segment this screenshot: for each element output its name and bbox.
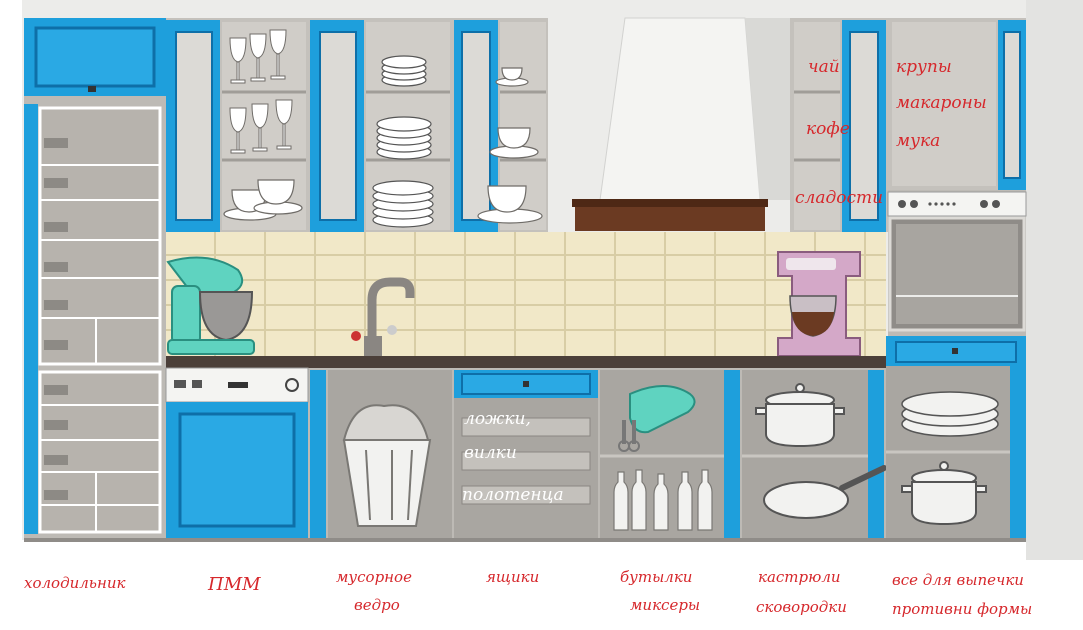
stand-mixer-icon	[166, 256, 255, 355]
plates-icon	[372, 55, 434, 228]
range-hood	[572, 17, 790, 231]
glass-door-1	[166, 20, 220, 232]
fridge-column	[24, 18, 166, 540]
label-fridge: холодильник	[24, 574, 125, 592]
label-trash-line2: ведро	[354, 596, 400, 614]
note-spoons: ложки,	[464, 409, 531, 429]
faucet-icon	[351, 277, 415, 356]
oven-icon	[886, 190, 1027, 366]
note-grains: крупы	[896, 57, 952, 77]
dishwasher	[165, 367, 309, 540]
freezer-compartment	[38, 370, 162, 534]
upper-right-pantry	[790, 18, 1026, 232]
label-pots-line2: сковородки	[756, 598, 847, 616]
bottles-icon	[613, 469, 713, 531]
note-forks: вилки	[464, 443, 517, 463]
fridge-door-edge	[24, 104, 38, 534]
trash-bag-icon	[342, 404, 432, 527]
label-baking-line1: все для выпечки	[892, 571, 1024, 589]
drawer-notes: ложки, вилки полотенца	[462, 409, 564, 505]
label-bottles-line2: миксеры	[630, 596, 700, 614]
glass-door-2	[310, 20, 364, 232]
bottom-labels: холодильник ПММ мусорное ведро ящики бут…	[24, 568, 1032, 618]
lower-cabinets	[24, 366, 1026, 542]
upper-glass-cabinets	[166, 18, 548, 232]
note-tea: чай	[808, 57, 840, 77]
pot-icon	[755, 383, 845, 448]
label-pots-line1: кастрюли	[758, 568, 841, 586]
note-sweets: сладости	[795, 188, 883, 208]
note-towels: полотенца	[462, 485, 564, 505]
hand-mixer-icon	[618, 385, 696, 452]
cabinet-notes: чай кофе сладости крупы макароны мука	[795, 57, 987, 208]
label-trash-line1: мусорное	[336, 568, 412, 586]
drawer-stack	[454, 370, 598, 538]
label-dishwasher: ПММ	[207, 574, 261, 595]
frying-pan-icon	[763, 465, 887, 519]
fridge-upper-compartment	[38, 106, 162, 366]
label-baking-line2: противни формы	[892, 600, 1032, 618]
note-pasta: макароны	[896, 93, 987, 113]
backsplash-tiles	[166, 232, 886, 358]
plates-icon	[901, 391, 999, 437]
side-wall	[1026, 0, 1083, 560]
label-drawers: ящики	[486, 568, 539, 586]
note-flour: мука	[896, 131, 940, 151]
pot-icon	[901, 461, 987, 526]
countertop	[166, 356, 886, 368]
wine-glass-icon	[229, 29, 293, 154]
tea-cup-icon	[223, 179, 303, 221]
coffee-maker-icon	[777, 251, 861, 357]
note-coffee: кофе	[806, 119, 850, 139]
label-bottles-line1: бутылки	[620, 568, 692, 586]
tea-cup-icon	[477, 67, 543, 224]
